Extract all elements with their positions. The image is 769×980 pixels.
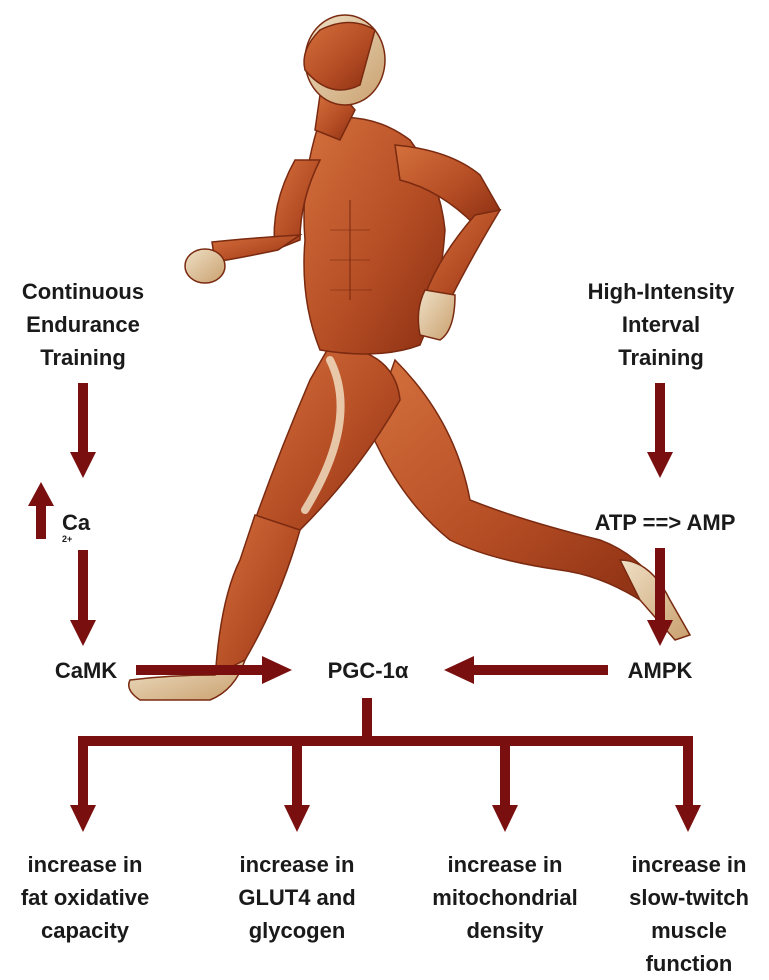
pgc1a-label: PGC-1α (298, 654, 438, 687)
outcome-mitochondrial-density: increase in mitochondrial density (422, 848, 588, 947)
right-training-label: High-Intensity Interval Training (558, 275, 764, 374)
arrow-to-outcome-4 (675, 740, 701, 832)
output-distribution-bus (78, 736, 693, 746)
arrow-to-outcome-2 (284, 740, 310, 832)
outcome-slow-twitch: increase in slow-twitch muscle function (614, 848, 764, 980)
arrow-ampk-to-pgc (444, 656, 608, 684)
outcome-fat-oxidative: increase in fat oxidative capacity (8, 848, 162, 947)
arrow-hiit-to-atp-amp (647, 383, 673, 478)
pgc-output-trunk (362, 698, 372, 742)
arrow-to-outcome-3 (492, 740, 518, 832)
outcome-glut4-glycogen: increase in GLUT4 and glycogen (226, 848, 368, 947)
arrow-camk-to-pgc (136, 656, 292, 684)
up-arrow-icon (28, 482, 54, 539)
arrow-to-outcome-1 (70, 740, 96, 832)
arrow-atp-amp-to-ampk (647, 548, 673, 646)
arrow-endurance-to-ca (70, 383, 96, 478)
camk-label: CaMK (40, 654, 132, 687)
calcium-label: Ca2+ (62, 506, 112, 539)
ampk-label: AMPK (612, 654, 708, 687)
arrow-ca-to-camk (70, 550, 96, 646)
left-training-label: Continuous Endurance Training (0, 275, 166, 374)
atp-amp-label: ATP ==> AMP (572, 506, 758, 539)
